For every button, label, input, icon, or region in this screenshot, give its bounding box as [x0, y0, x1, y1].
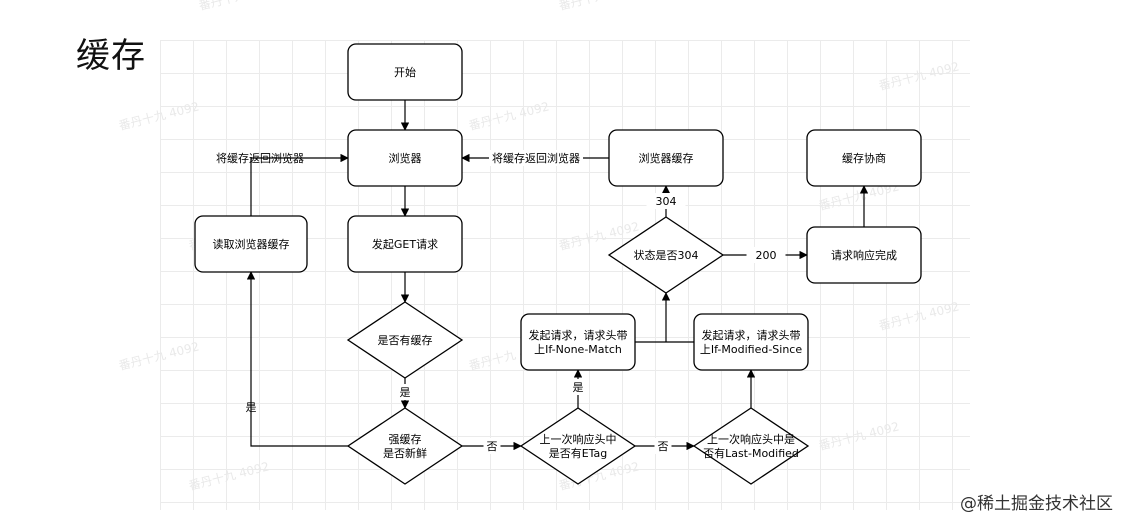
- edge-label-bg: [654, 438, 672, 454]
- edge-label-bg: [483, 438, 501, 454]
- node-label: 缓存协商: [842, 151, 886, 165]
- node-label: 请求响应完成: [831, 248, 897, 262]
- edge-label: 304: [656, 195, 677, 208]
- node-box: [806, 129, 922, 187]
- edge-label-bg: [489, 150, 583, 166]
- node-box: [806, 226, 922, 284]
- node-label: 是否有ETag: [549, 446, 608, 460]
- node-box: [520, 313, 636, 371]
- node-label: 浏览器: [389, 151, 422, 165]
- edge-label: 将缓存返回浏览器: [492, 151, 580, 165]
- node-label: 强缓存: [389, 432, 422, 446]
- node-label: 浏览器缓存: [639, 151, 694, 165]
- node-diamond: [519, 407, 637, 485]
- node-diamond: [346, 301, 464, 379]
- node-label: 发起请求，请求头带: [529, 328, 628, 342]
- node-label: 上If-Modified-Since: [700, 343, 802, 356]
- node-get: 发起GET请求: [347, 215, 463, 273]
- node-label: 发起GET请求: [372, 237, 438, 251]
- node-label: 发起请求，请求头带: [702, 328, 801, 342]
- watermark-text: 番丹十九 4092: [187, 459, 270, 493]
- node-box: [693, 313, 809, 371]
- node-start: 开始: [347, 43, 463, 101]
- edge-readcache-browser: [250, 153, 349, 216]
- edge-label: 是: [573, 381, 584, 394]
- edge-label-bg: [746, 247, 786, 263]
- edge-label: 否: [658, 440, 669, 453]
- node-label: 上一次响应头中是: [707, 432, 795, 446]
- node-box: [194, 215, 308, 273]
- node-negotiate: 缓存协商: [806, 129, 922, 187]
- edge-label-bg: [569, 379, 587, 395]
- node-diamond: [607, 216, 725, 294]
- node-label: 开始: [394, 65, 416, 79]
- edge-label: 否: [487, 440, 498, 453]
- watermark-text: 番丹十九 4092: [877, 59, 960, 93]
- node-box: [347, 215, 463, 273]
- node-label: 上一次响应头中: [540, 432, 617, 446]
- node-label: 是否有缓存: [378, 333, 433, 347]
- node-label: 是否新鲜: [383, 446, 427, 460]
- node-label: 否有Last-Modified: [703, 446, 799, 460]
- watermark-text: 番丹十九 4092: [117, 99, 200, 133]
- watermark-text: 番丹十九 4092: [817, 419, 900, 453]
- nodes-layer: 开始浏览器发起GET请求读取浏览器缓存是否有缓存强缓存是否新鲜上一次响应头中是否…: [194, 43, 922, 485]
- watermark-text: 番丹十九 4092: [877, 299, 960, 333]
- node-label: 状态是否304: [634, 248, 699, 262]
- node-has-cache: 是否有缓存: [346, 301, 464, 379]
- node-box: [347, 43, 463, 101]
- node-label: 上If-None-Match: [534, 343, 622, 356]
- edge-strong-readcache: [246, 271, 348, 447]
- watermark-text: 番丹十九 4092: [467, 99, 550, 133]
- watermark-text: 番丹十九 4092: [197, 0, 280, 13]
- credit-text: @稀土掘金技术社区: [960, 494, 1113, 514]
- watermark-text: 番丹十九 4092: [557, 0, 640, 13]
- page-title: 缓存: [76, 36, 146, 76]
- node-status: 状态是否304: [607, 216, 725, 294]
- node-browser-cache: 浏览器缓存: [608, 129, 724, 187]
- edges-layer: 是是将缓存返回浏览器否否是304将缓存返回浏览器200: [216, 100, 869, 454]
- node-browser: 浏览器: [347, 129, 463, 187]
- node-diamond: [692, 407, 810, 485]
- edge-label: 是: [246, 401, 257, 414]
- edge-label: 200: [756, 249, 777, 262]
- node-box: [347, 129, 463, 187]
- edge-label-bg: [396, 384, 414, 400]
- edge-label: 将缓存返回浏览器: [216, 151, 304, 165]
- edge-label: 是: [400, 386, 411, 399]
- node-label: 读取浏览器缓存: [213, 237, 290, 251]
- node-box: [608, 129, 724, 187]
- node-complete: 请求响应完成: [806, 226, 922, 284]
- edge-label-bg: [646, 193, 686, 209]
- node-diamond: [346, 407, 464, 485]
- watermark-text: 番丹十九 4092: [117, 339, 200, 373]
- node-read-cache: 读取浏览器缓存: [194, 215, 308, 273]
